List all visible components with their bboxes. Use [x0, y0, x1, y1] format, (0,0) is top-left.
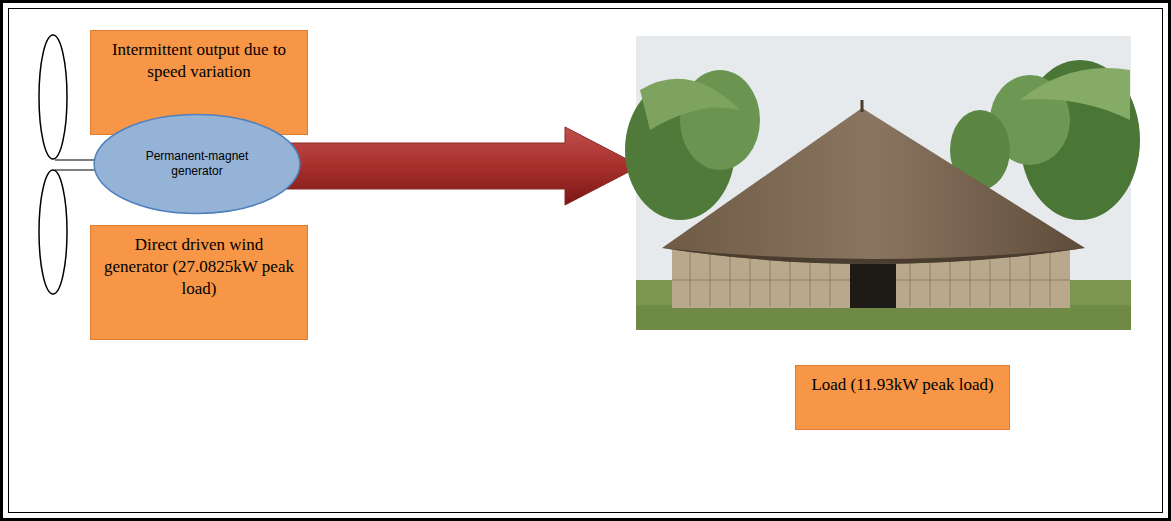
node-text: Load (11.93kW peak load) — [811, 374, 993, 396]
generator-ellipse: Permanent-magnet generator — [92, 113, 302, 215]
node-text: Intermittent output due to speed variati… — [101, 39, 297, 83]
load-box: Load (11.93kW peak load) — [795, 365, 1010, 430]
power-arrow — [270, 127, 640, 205]
node-text: Direct driven wind generator (27.0825kW … — [101, 234, 297, 300]
generator-label-box: Direct driven wind generator (27.0825kW … — [90, 225, 308, 340]
node-text: Permanent-magnet generator — [137, 149, 257, 179]
hut-photo — [625, 36, 1140, 330]
